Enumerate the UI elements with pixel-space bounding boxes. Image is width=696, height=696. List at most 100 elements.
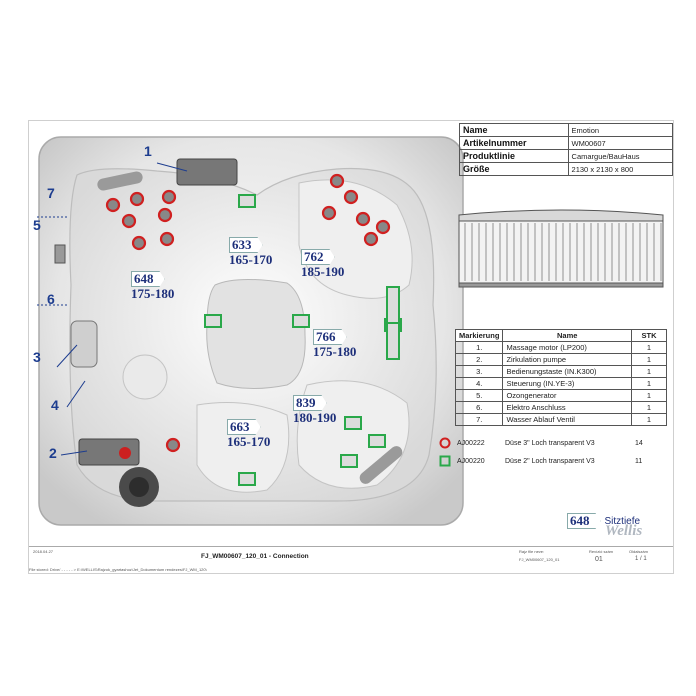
seat-depth-label: Sitztiefe — [604, 515, 641, 527]
step — [122, 354, 168, 400]
small-jet — [238, 194, 256, 208]
parts-cell-mark: 1. — [454, 341, 504, 354]
parts-table: Markierung Name STK 1.Massage motor (LP2… — [454, 329, 667, 426]
callout-7: 7 — [47, 185, 55, 201]
parts-cell-qty: 1 — [631, 377, 667, 390]
large-jets — [105, 173, 391, 453]
name-label: Name — [459, 123, 569, 137]
control-panel — [70, 320, 98, 368]
callout-3: 3 — [33, 349, 41, 365]
parts-cell-name: Elektro Anschluss — [502, 401, 632, 414]
small-jet — [340, 454, 358, 468]
footwell — [206, 278, 306, 390]
parts-cell-name: Zirkulation pumpe — [502, 353, 632, 366]
legend-small-jet: AJ00220 Düse 2" Loch transparent V3 11 — [439, 455, 642, 467]
parts-cell-name: Steuerung (IN.YE-3) — [502, 377, 632, 390]
col-qty: STK — [631, 329, 667, 342]
date-field: 2018.04.27 — [33, 549, 54, 554]
callout-6: 6 — [47, 291, 55, 307]
large-jet — [105, 197, 121, 213]
pillow-left — [97, 171, 143, 191]
ozone-generator — [54, 244, 66, 264]
parts-cell-qty: 1 — [631, 389, 667, 402]
legend-large-name: Düse 3" Loch transparent V3 — [505, 439, 595, 447]
line-label: Produktlinie — [459, 149, 569, 163]
drawing-title: FJ_WM00607_120_01 - Connection — [201, 553, 309, 560]
file-label: Rajz file neve: — [519, 549, 545, 554]
large-jet — [159, 231, 175, 247]
title-block: 2018.04.27 FJ_WM00607_120_01 - Connectio… — [29, 546, 673, 574]
legend-large-jet: AJ00222 Düse 3" Loch transparent V3 14 — [439, 437, 643, 449]
parts-cell-mark: 5. — [454, 389, 504, 402]
large-jet — [375, 219, 391, 235]
red-ring-icon — [439, 437, 451, 449]
parts-cell-mark: 7. — [454, 413, 504, 426]
col-marking: Markierung — [454, 329, 504, 342]
name-value: Emotion — [567, 123, 674, 137]
large-jet — [121, 213, 137, 229]
large-jet — [165, 437, 181, 453]
file-path: File stored: Drive/ - - - - - > E:\WELLI… — [29, 567, 207, 572]
small-jet — [386, 322, 400, 360]
small-jet — [386, 286, 400, 324]
seat-depth-code: 648 — [567, 513, 601, 529]
parts-cell-name: Bedienungstaste (IN.K300) — [502, 365, 632, 378]
page-label: Oldalszám — [629, 549, 648, 554]
article-value: WM00607 — [567, 136, 674, 150]
parts-cell-name: Wasser Ablauf Ventil — [502, 413, 632, 426]
large-jet — [355, 211, 371, 227]
callout-1: 1 — [144, 143, 152, 159]
large-jet — [161, 189, 177, 205]
line-value: Camargue/BauHaus — [567, 149, 674, 163]
legend-large-qty: 14 — [635, 439, 643, 447]
revision-label: Revízió szám — [589, 549, 614, 554]
size-value: 2130 x 2130 x 800 — [567, 162, 674, 176]
parts-cell-qty: 1 — [631, 365, 667, 378]
small-jets — [204, 194, 402, 486]
parts-cell-mark: 2. — [454, 353, 504, 366]
parts-cell-qty: 1 — [631, 353, 667, 366]
small-jet — [238, 472, 256, 486]
col-name: Name — [502, 329, 632, 342]
parts-cell-name: Massage motor (LP200) — [502, 341, 632, 354]
parts-cell-mark: 6. — [454, 401, 504, 414]
callout-2: 2 — [49, 445, 57, 461]
callout-4: 4 — [51, 397, 59, 413]
callout-5: 5 — [33, 217, 41, 233]
parts-cell-qty: 1 — [631, 401, 667, 414]
file-value: FJ_WM00607_120_01 — [519, 557, 560, 562]
small-jet — [204, 314, 222, 328]
legend-small-code: AJ00220 — [457, 457, 485, 465]
pillow-right — [359, 446, 403, 484]
parts-row: 3.Bedienungstaste (IN.K300)1 — [454, 365, 667, 378]
green-square-icon — [439, 455, 451, 467]
massage-motor — [176, 158, 238, 186]
article-label: Artikelnummer — [459, 136, 569, 150]
parts-cell-qty: 1 — [631, 341, 667, 354]
legend-large-code: AJ00222 — [457, 439, 485, 447]
large-jet — [343, 189, 359, 205]
parts-cell-name: Ozongenerator — [502, 389, 632, 402]
parts-cell-mark: 3. — [454, 365, 504, 378]
parts-cell-mark: 4. — [454, 377, 504, 390]
wellis-logo: Wellis — [605, 523, 643, 539]
parts-cell-qty: 1 — [631, 413, 667, 426]
legend-small-name: Düse 2" Loch transparent V3 — [505, 457, 595, 465]
large-jet — [129, 191, 145, 207]
side-elevation-view — [458, 209, 664, 288]
small-jet — [292, 314, 310, 328]
parts-row: 1.Massage motor (LP200)1 — [454, 341, 667, 354]
seat-lower-left — [196, 402, 290, 493]
revision-value: 01 — [595, 556, 603, 563]
